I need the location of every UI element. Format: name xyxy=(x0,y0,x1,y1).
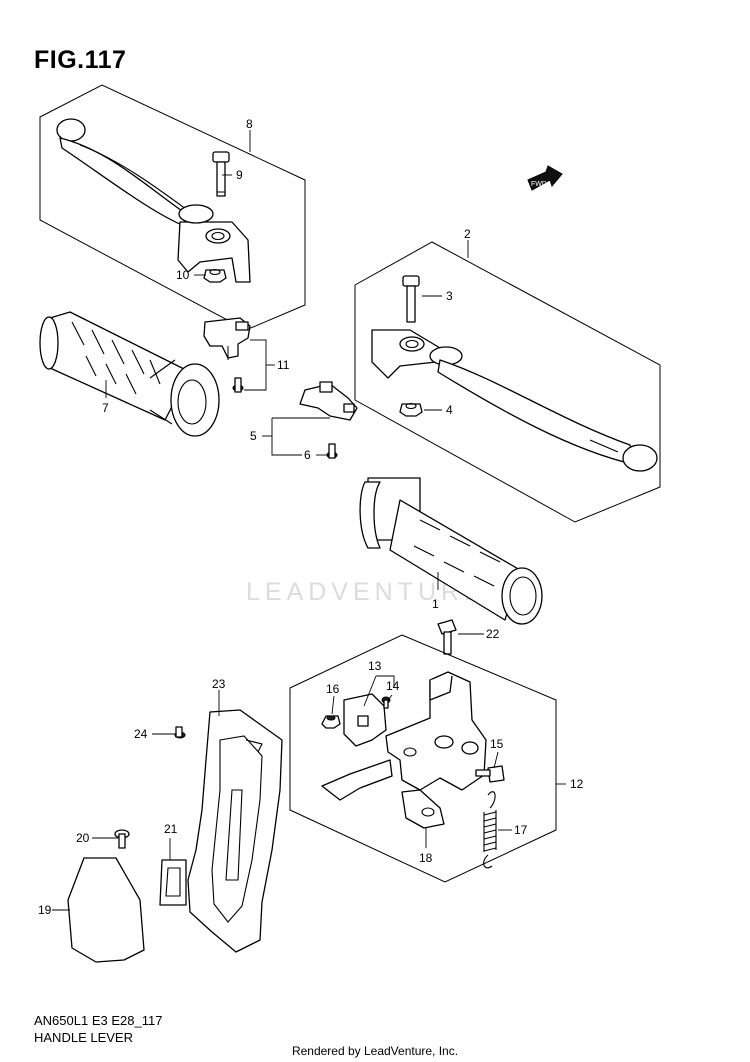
part-bolt-22 xyxy=(437,619,457,655)
part-nut-16 xyxy=(321,715,341,729)
callout-9: 9 xyxy=(236,168,243,182)
part-nut-10 xyxy=(203,268,227,283)
callout-8: 8 xyxy=(246,117,253,131)
part-screw-11 xyxy=(232,377,244,393)
callout-22: 22 xyxy=(486,627,500,641)
model-code: AN650L1 E3 E28_117 xyxy=(34,1013,163,1028)
callout-11: 11 xyxy=(277,358,290,372)
callout-21: 21 xyxy=(164,822,178,836)
part-bolt-15 xyxy=(475,765,505,783)
callout-2: 2 xyxy=(464,227,471,241)
part-cover-23 xyxy=(187,709,283,953)
part-pin-3 xyxy=(402,275,420,323)
assembly-box-12 xyxy=(289,634,557,883)
callout-15: 15 xyxy=(490,737,504,751)
callout-4: 4 xyxy=(446,403,453,417)
part-switch-13 xyxy=(343,693,387,747)
callout-14: 14 xyxy=(386,679,400,693)
part-left-grip xyxy=(39,311,220,437)
group-name: HANDLE LEVER xyxy=(34,1030,133,1045)
part-screw-6 xyxy=(326,443,338,459)
fig-title: FIG.117 xyxy=(34,46,127,74)
part-lid-19 xyxy=(67,857,145,963)
callout-17: 17 xyxy=(514,823,528,837)
part-nut-4 xyxy=(399,402,423,417)
callout-12: 12 xyxy=(570,777,584,791)
callout-10: 10 xyxy=(176,268,190,282)
callout-24: 24 xyxy=(134,727,148,741)
part-bracket-18 xyxy=(321,671,487,829)
callout-19: 19 xyxy=(38,903,52,917)
callout-16: 16 xyxy=(326,682,340,696)
part-screw-24 xyxy=(174,726,186,739)
part-grommet-21 xyxy=(159,859,187,906)
part-left-lever xyxy=(56,118,251,283)
callout-1: 1 xyxy=(432,597,439,611)
callout-7: 7 xyxy=(102,401,109,415)
part-switch-5 xyxy=(299,381,358,421)
assembly-box-8 xyxy=(39,84,306,331)
callout-13: 13 xyxy=(368,659,382,673)
part-right-lever xyxy=(371,329,658,472)
callout-18: 18 xyxy=(419,851,433,865)
watermark: LEADVENTURE xyxy=(246,578,486,606)
callout-6: 6 xyxy=(304,448,311,462)
part-spring-17 xyxy=(483,791,497,869)
part-pin-9 xyxy=(212,151,230,197)
part-right-grip xyxy=(359,477,543,625)
fwd-label: FWD xyxy=(531,181,547,188)
part-screw-14 xyxy=(381,696,391,709)
callout-20: 20 xyxy=(76,831,90,845)
callout-5: 5 xyxy=(250,429,257,443)
part-screw-20 xyxy=(114,829,130,849)
leader-lines xyxy=(52,130,566,911)
footer-credit: Rendered by LeadVenture, Inc. xyxy=(291,1044,459,1058)
callout-3: 3 xyxy=(446,289,453,303)
callout-23: 23 xyxy=(212,677,226,691)
assembly-box-2 xyxy=(354,241,661,523)
fwd-arrow-icon: FWD xyxy=(527,165,563,191)
part-switch-11 xyxy=(203,317,251,360)
callout-numbers: 1 2 3 4 5 6 7 8 9 10 11 12 13 14 15 16 1… xyxy=(38,117,584,917)
